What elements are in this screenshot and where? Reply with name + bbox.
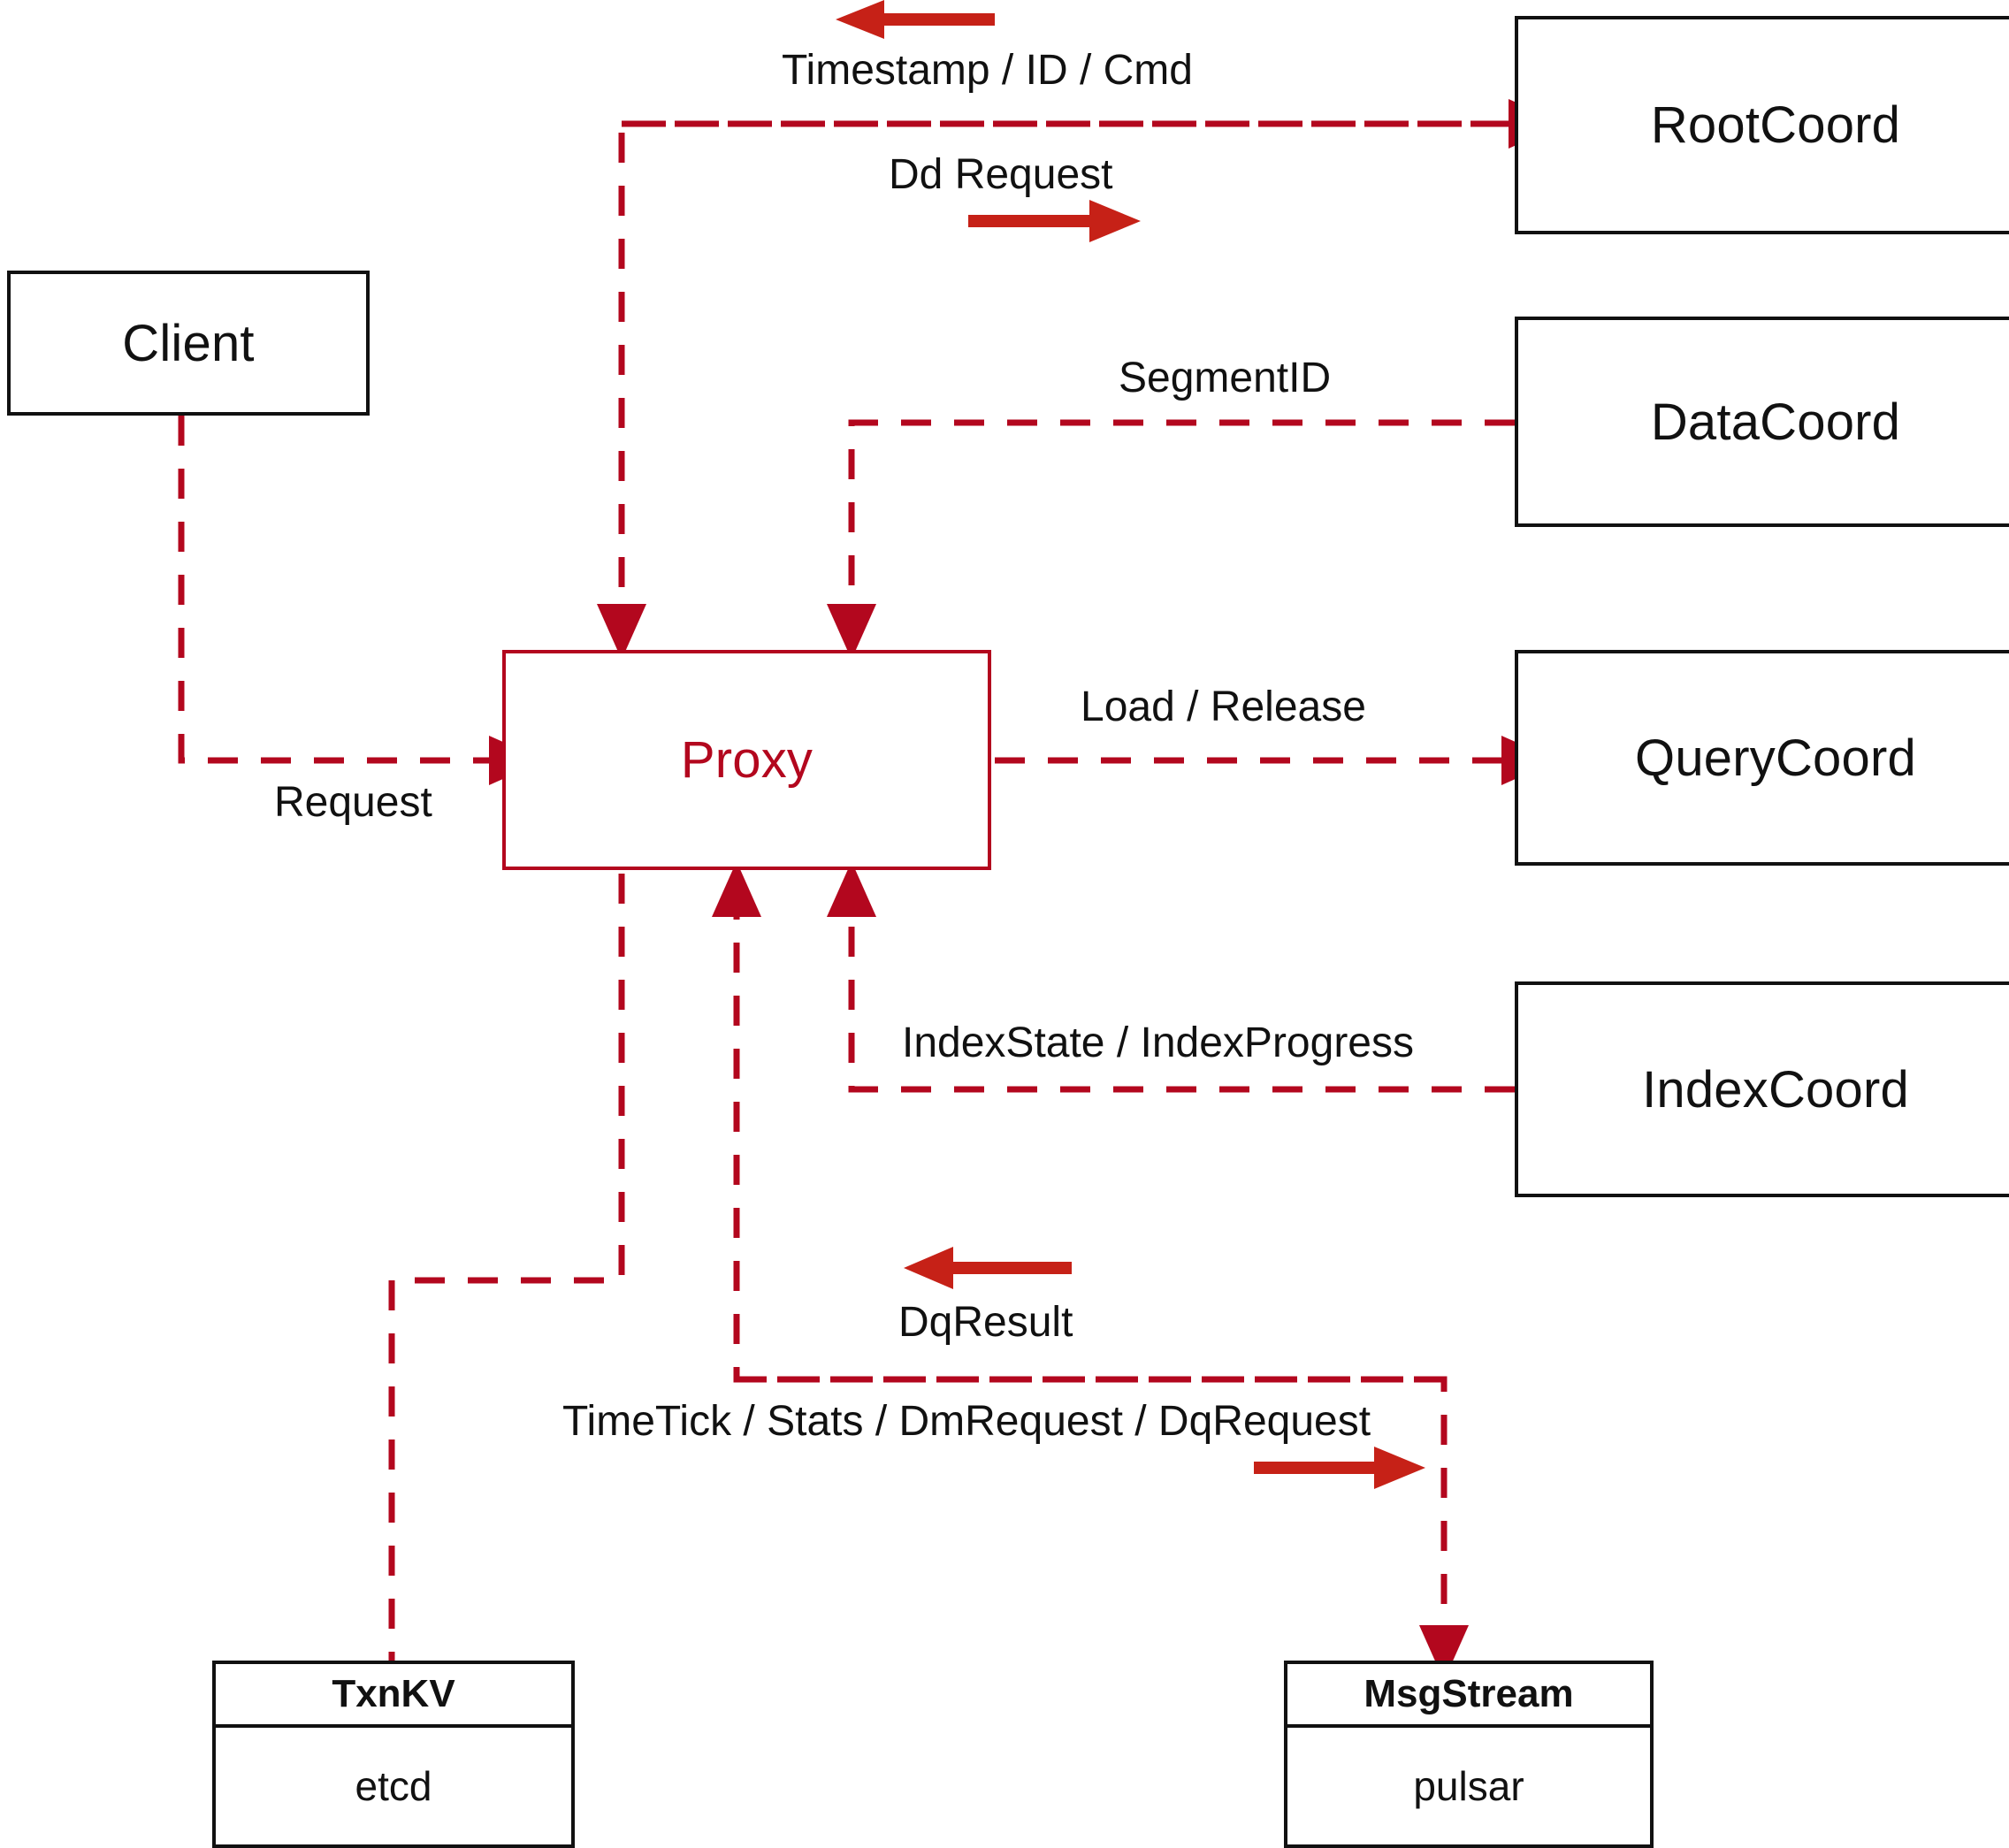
edge-index-state-progress (827, 861, 1515, 1093)
edge-label-dd-request: Dd Request (889, 151, 1113, 198)
node-txnkv-header: TxnKV (216, 1664, 571, 1728)
node-proxy-label: Proxy (680, 731, 814, 789)
edge-label-index-state-progress: IndexState / IndexProgress (902, 1019, 1414, 1066)
edge-timetick-stats-dmrequest-dqrequest (737, 1376, 1469, 1681)
node-msgstream[interactable]: MsgStream pulsar (1284, 1661, 1654, 1848)
node-rootcoord-label: RootCoord (1650, 96, 1901, 154)
edge-label-timestamp-id-cmd: Timestamp / ID / Cmd (782, 47, 1193, 94)
edge-label-load-release: Load / Release (1081, 683, 1366, 730)
node-indexcoord[interactable]: IndexCoord (1515, 981, 2009, 1197)
edge-label-dq-result: DqResult (898, 1299, 1073, 1346)
node-querycoord-label: QueryCoord (1635, 729, 1916, 787)
node-client-label: Client (122, 314, 255, 372)
node-client[interactable]: Client (7, 271, 370, 416)
node-indexcoord-label: IndexCoord (1642, 1060, 1909, 1119)
node-txnkv-body: etcd (355, 1763, 432, 1809)
edge-label-timetick-stats-dmrequest-dqrequest: TimeTick / Stats / DmRequest / DqRequest (562, 1398, 1371, 1445)
edge-label-segment-id: SegmentID (1119, 355, 1332, 401)
node-datacoord[interactable]: DataCoord (1515, 317, 2009, 527)
node-querycoord[interactable]: QueryCoord (1515, 650, 2009, 866)
edge-label-request: Request (274, 779, 432, 826)
node-msgstream-header: MsgStream (1287, 1664, 1650, 1728)
edge-txnkv-link (388, 874, 625, 1662)
arrow-timestamp-direction (836, 0, 995, 39)
edge-dq-result (712, 861, 1444, 1383)
node-msgstream-body: pulsar (1413, 1763, 1524, 1809)
edge-request (178, 416, 545, 785)
node-datacoord-label: DataCoord (1650, 393, 1901, 451)
arrow-dq-result-direction (904, 1247, 1072, 1289)
node-proxy[interactable]: Proxy (502, 650, 991, 870)
edge-segment-id (827, 419, 1515, 660)
arrow-dd-request-direction (968, 200, 1141, 242)
arrow-timetick-direction (1254, 1447, 1425, 1489)
node-txnkv[interactable]: TxnKV etcd (212, 1661, 575, 1848)
node-rootcoord[interactable]: RootCoord (1515, 16, 2009, 234)
